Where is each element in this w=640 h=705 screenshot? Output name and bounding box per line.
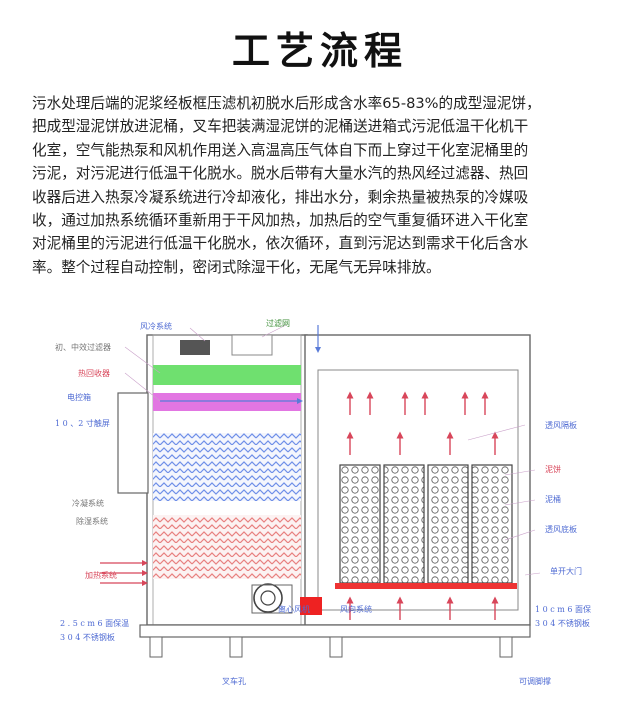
centrifugal-fan-label: 离心风机 (278, 605, 310, 614)
electric-control-box (117, 392, 149, 494)
description-line: 污水处理后端的泥浆经板框压滤机初脱水后形成含水率65-83%的成型湿泥饼， (32, 95, 541, 112)
page-title: 工艺流程 (231, 29, 408, 73)
right-wall-spec-1: 1 0 c m 6 面保 (535, 605, 592, 614)
description-line: 污泥，对污泥进行低温干化脱水。脱水后带有大量水汽的热风经过滤器、热回 (32, 165, 529, 183)
heat-recovery-label: 热回收器 (78, 369, 110, 378)
control-box-label: 电控箱 (67, 393, 91, 402)
primary-filter-layer (153, 365, 301, 385)
sludge-cake-label: 泥饼 (545, 465, 561, 474)
ventilation-floor-label: 透风底板 (545, 525, 577, 534)
airflow-arrows-left (100, 560, 148, 586)
heating-label: 加热系统 (85, 571, 117, 580)
fan-cooling-label: 风冷系统 (140, 322, 172, 331)
description-line: 对泥桶里的污泥进行低温干化脱水，依次循环，直到污泥达到需求干化后含水 (32, 235, 529, 253)
sludge-bucket (471, 464, 513, 584)
fan-unit-top (180, 340, 210, 355)
adjust-feet-label: 可调脚撑 (519, 677, 551, 686)
left-wall-spec-2: 3 0 4 不锈钢板 (60, 633, 115, 642)
flow-direction-label: 风向系统 (340, 605, 372, 614)
forklift-slot-label: 叉车孔 (222, 677, 246, 686)
control-box-spec-label: 1 0 、2 寸触屏 (55, 419, 110, 428)
dehumidify-label: 除湿系统 (76, 517, 108, 526)
hot-air-outlet (300, 597, 322, 615)
ventilation-board-label: 透风隔板 (545, 421, 577, 430)
leader-lines (124, 324, 541, 576)
condenser-coil (153, 433, 301, 501)
drying-chamber (300, 334, 531, 626)
process-diagram (100, 324, 541, 658)
airflow-arrows-blue (160, 325, 321, 404)
description-line: 化室，空气能热泵和风机作用送入高温高压气体自下而上穿过干化室泥桶里的 (32, 141, 529, 159)
left-unit (117, 334, 308, 626)
centrifugal-fan-icon (253, 583, 283, 613)
condenser-label: 冷凝系统 (72, 499, 104, 508)
left-wall-spec-1: 2 . 5 c m 6 面保温 (60, 619, 130, 628)
ventilation-floor (335, 583, 517, 589)
primary-filter-label: 初、中效过滤器 (55, 343, 111, 352)
door-label: 单开大门 (550, 567, 582, 576)
description-line: 收，通过加热系统循环重新用于干风加热，加热后的空气重复循环进入干化室 (32, 212, 529, 230)
process-description: 污水处理后端的泥浆经板框压滤机初脱水后形成含水率65-83%的成型湿泥饼， 把成… (32, 92, 614, 279)
sludge-bucket (383, 464, 425, 584)
sludge-bucket (427, 464, 469, 584)
sludge-bucket-label: 泥桶 (545, 495, 561, 504)
heat-recovery-layer (153, 393, 301, 411)
filter-housing (231, 334, 273, 356)
sludge-bucket (339, 464, 381, 584)
description-line: 把成型湿泥饼放进泥桶，叉车把装满湿泥饼的泥桶送进箱式污泥低温干化机干 (32, 118, 529, 136)
base (139, 624, 531, 658)
heater-coil (153, 515, 301, 579)
description-line: 收器后进入热泵冷凝系统进行冷却液化，排出水分，剩余热量被热泵的冷媒吸 (32, 188, 529, 206)
description-line: 率。整个过程自动控制，密闭式除湿干化，无尾气无异味排放。 (32, 258, 441, 276)
airflow-arrows-chamber (346, 391, 499, 620)
right-wall-spec-2: 3 0 4 不锈钢板 (535, 619, 590, 628)
filter-screen-label: 过滤网 (266, 319, 290, 328)
